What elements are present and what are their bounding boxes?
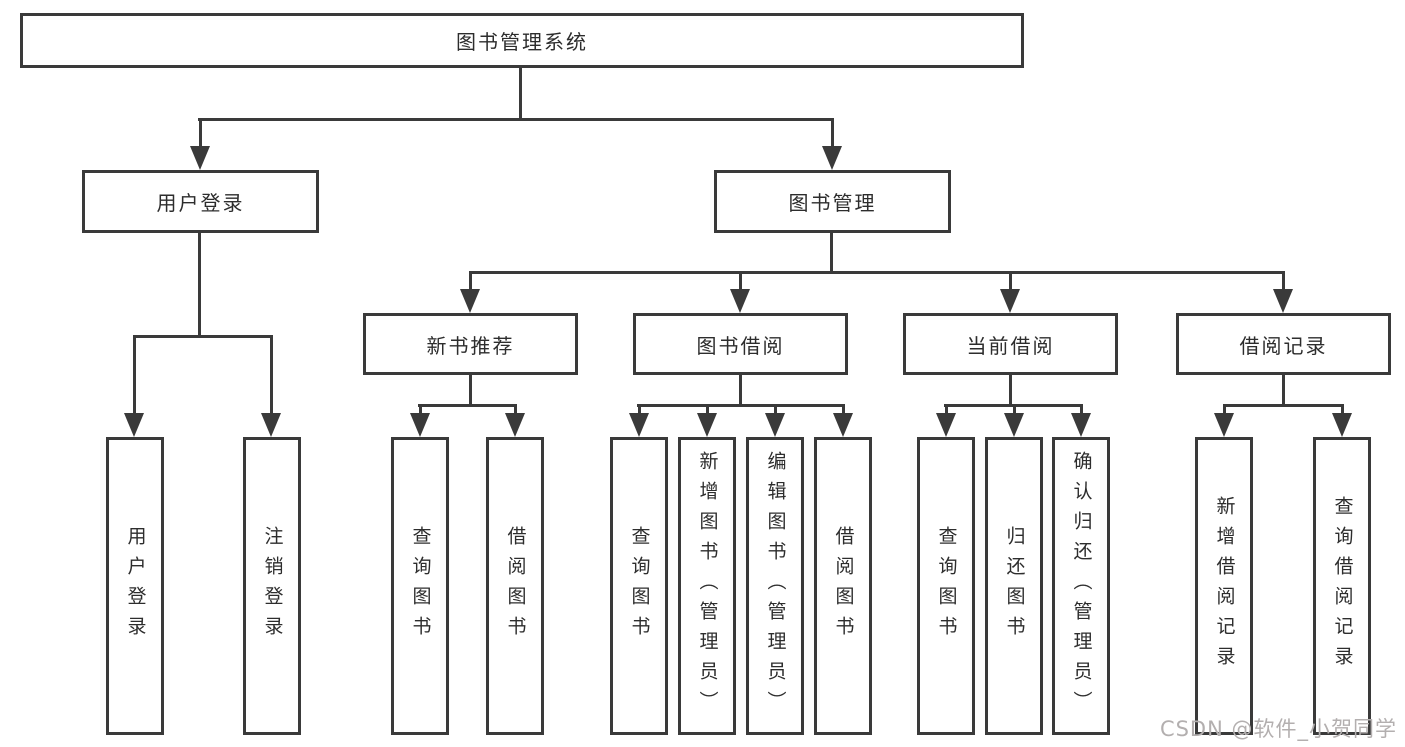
connector-arrow-down — [629, 404, 649, 437]
node-book-management: 图书管理 — [714, 170, 951, 233]
connector-arrow-down — [697, 404, 717, 437]
connector-line — [469, 271, 1285, 274]
connector-arrow-down — [1214, 404, 1234, 437]
leaf-query-books: 查询图书 — [391, 437, 449, 735]
leaf-user-login: 用户登录 — [106, 437, 164, 735]
node-user-login: 用户登录 — [82, 170, 319, 233]
connector-arrow-down — [190, 118, 210, 170]
leaf-return-books: 归还图书 — [985, 437, 1043, 735]
leaf-confirm-return-admin: 确认归还（管理员） — [1052, 437, 1110, 735]
connector-line — [469, 375, 472, 407]
connector-arrow-down — [505, 404, 525, 437]
connector-arrow-down — [124, 335, 144, 437]
connector-line — [133, 335, 273, 338]
leaf-query-books: 查询图书 — [610, 437, 668, 735]
connector-arrow-down — [936, 404, 956, 437]
connector-arrow-down — [460, 271, 480, 313]
connector-arrow-down — [1004, 404, 1024, 437]
connector-arrow-down — [765, 404, 785, 437]
leaf-add-book-admin: 新增图书（管理员） — [678, 437, 736, 735]
connector-arrow-down — [410, 404, 430, 437]
node-borrowing-records: 借阅记录 — [1176, 313, 1391, 375]
connector-arrow-down — [1071, 404, 1091, 437]
watermark: CSDN @软件_小贺同学 — [1159, 717, 1397, 741]
connector-arrow-down — [833, 404, 853, 437]
leaf-query-borrow-record: 查询借阅记录 — [1313, 437, 1371, 735]
connector-line — [830, 233, 833, 274]
connector-line — [1009, 375, 1012, 407]
connector-arrow-down — [261, 335, 281, 437]
leaf-borrow-books: 借阅图书 — [486, 437, 544, 735]
node-new-book-recommendation: 新书推荐 — [363, 313, 578, 375]
connector-line — [1224, 404, 1344, 407]
connector-arrow-down — [730, 271, 750, 313]
node-current-borrowing: 当前借阅 — [903, 313, 1118, 375]
connector-line — [198, 118, 834, 121]
leaf-query-books: 查询图书 — [917, 437, 975, 735]
connector-arrow-down — [1332, 404, 1352, 437]
node-book-borrowing: 图书借阅 — [633, 313, 848, 375]
connector-arrow-down — [1273, 271, 1293, 313]
connector-line — [637, 404, 845, 407]
leaf-borrow-books: 借阅图书 — [814, 437, 872, 735]
connector-arrow-down — [1000, 271, 1020, 313]
connector-line — [519, 68, 522, 120]
connector-line — [198, 233, 201, 337]
leaf-edit-book-admin: 编辑图书（管理员） — [746, 437, 804, 735]
connector-line — [418, 404, 516, 407]
connector-line — [1282, 375, 1285, 407]
connector-arrow-down — [822, 118, 842, 170]
leaf-add-borrow-record: 新增借阅记录 — [1195, 437, 1253, 735]
leaf-logout: 注销登录 — [243, 437, 301, 735]
connector-line — [739, 375, 742, 407]
node-library-management-system: 图书管理系统 — [20, 13, 1024, 68]
